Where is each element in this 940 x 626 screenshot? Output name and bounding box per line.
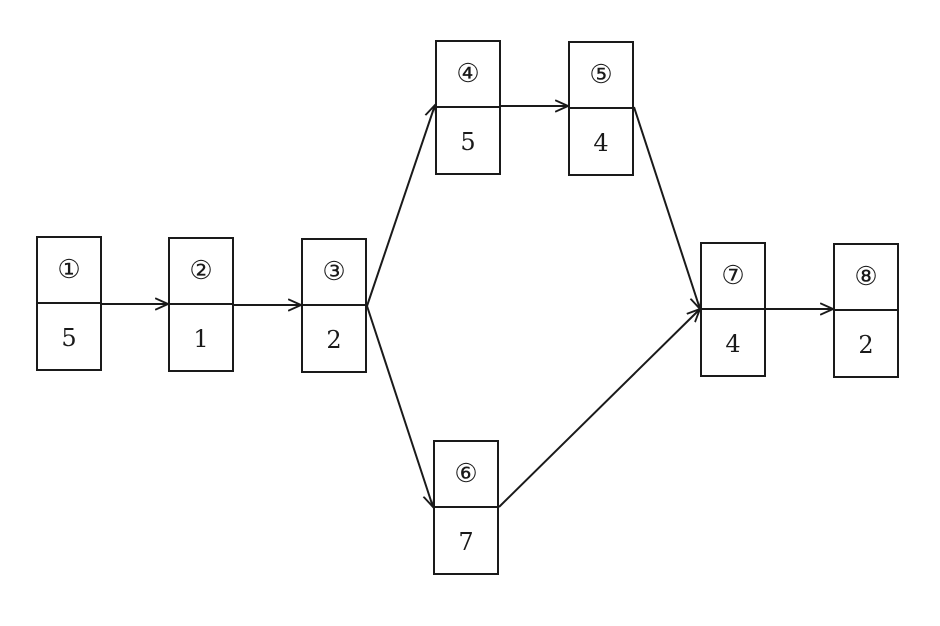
node-duration: 2 [858, 330, 874, 359]
node-id: ⑧ [835, 245, 897, 311]
node-duration: 4 [593, 128, 609, 157]
edge-3-4 [366, 105, 435, 307]
node-id: ⑦ [702, 244, 764, 310]
edge-5-7 [633, 106, 700, 309]
activity-node-2: ② 1 [168, 237, 234, 372]
node-id: ① [38, 238, 100, 304]
node-duration: 7 [458, 527, 474, 556]
node-id: ② [170, 239, 232, 305]
activity-node-1: ① 5 [36, 236, 102, 371]
node-duration: 5 [460, 127, 476, 156]
node-id: ⑥ [435, 442, 497, 508]
node-duration: 1 [193, 324, 209, 353]
node-duration: 4 [725, 329, 741, 358]
activity-node-5: ⑤ 4 [568, 41, 634, 176]
node-duration: 5 [61, 323, 77, 352]
activity-node-3: ③ 2 [301, 238, 367, 373]
node-duration: 2 [326, 325, 342, 354]
node-id: ④ [437, 42, 499, 108]
activity-node-8: ⑧ 2 [833, 243, 899, 378]
edge-3-6 [366, 305, 433, 507]
node-id: ⑤ [570, 43, 632, 109]
activity-node-7: ⑦ 4 [700, 242, 766, 377]
node-id: ③ [303, 240, 365, 306]
activity-node-4: ④ 5 [435, 40, 501, 175]
activity-node-6: ⑥ 7 [433, 440, 499, 575]
edge-6-7 [498, 309, 700, 508]
